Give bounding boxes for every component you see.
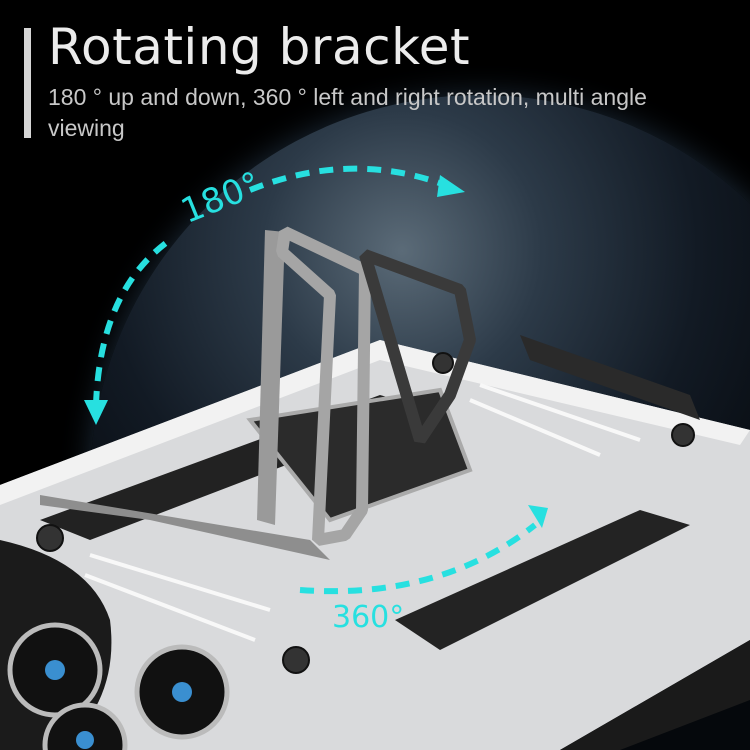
- page-title: Rotating bracket: [48, 18, 471, 76]
- label-360: 360°: [332, 600, 405, 635]
- arc-arrow-360-icon: [299, 522, 537, 595]
- title-accent-bar: [24, 28, 31, 138]
- subtitle: 180 ° up and down, 360 ° left and right …: [48, 84, 647, 141]
- arc-arrow-180-icon: [93, 237, 172, 406]
